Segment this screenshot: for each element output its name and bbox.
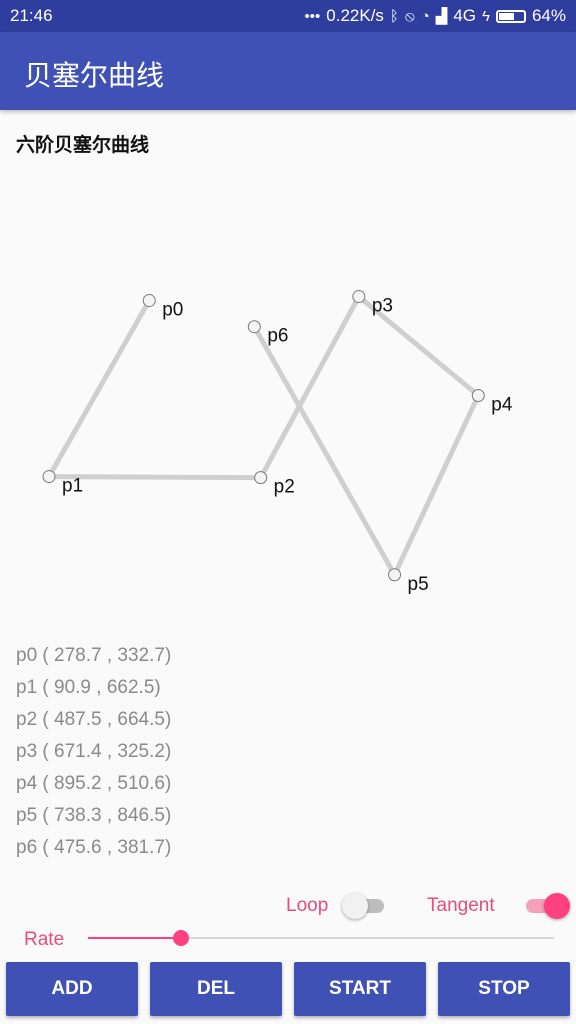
control-point-label: p5: [408, 574, 429, 595]
rate-slider[interactable]: [88, 928, 554, 948]
loop-switch-thumb[interactable]: [342, 893, 368, 919]
page-title: 六阶贝塞尔曲线: [16, 134, 150, 156]
start-button[interactable]: START: [294, 962, 426, 1016]
battery-percent: 64%: [531, 6, 566, 25]
app-bar: 贝塞尔曲线: [0, 32, 576, 110]
more-icon: •••: [304, 7, 321, 25]
app-title: 贝塞尔曲线: [24, 59, 165, 92]
polygon-segment: [392, 393, 481, 578]
stop-button[interactable]: STOP: [438, 962, 570, 1016]
coordinate-list: p0 ( 278.7 , 332.7) p1 ( 90.9 , 662.5) p…: [16, 640, 171, 864]
polygon-segment: [356, 294, 481, 399]
no-sound-icon: ⦸: [404, 7, 415, 25]
control-point-label: p1: [62, 476, 83, 497]
loop-switch[interactable]: [342, 892, 390, 920]
tangent-switch-thumb[interactable]: [544, 893, 570, 919]
battery-icon: [495, 9, 526, 23]
polygon-segment: [46, 298, 152, 480]
control-points: p0 p1 p2 p3 p4 p5 p6: [42, 290, 513, 595]
wifi-icon: ◔: [420, 7, 430, 25]
signal-icon: ▟: [435, 7, 448, 25]
rate-slider-fill: [88, 937, 182, 939]
control-point-handle[interactable]: [247, 320, 261, 334]
control-point-label: p3: [372, 296, 393, 317]
list-item: p0 ( 278.7 , 332.7): [16, 645, 172, 666]
network-speed: 0.22K/s: [326, 6, 384, 25]
rate-slider-track: [88, 937, 554, 939]
control-point-label: p2: [274, 477, 295, 498]
control-point-label: p6: [267, 326, 288, 347]
tangent-switch[interactable]: [522, 892, 570, 920]
control-polygon: [46, 294, 481, 578]
list-item: p1 ( 90.9 , 662.5): [16, 677, 161, 698]
list-item: p5 ( 738.3 , 846.5): [16, 805, 172, 826]
control-point-handle[interactable]: [388, 568, 402, 582]
loop-label: Loop: [286, 895, 329, 916]
list-item: p4 ( 895.2 , 510.6): [16, 773, 172, 794]
charging-icon: ϟ: [482, 7, 490, 25]
rate-label: Rate: [24, 929, 65, 950]
tangent-label: Tangent: [427, 895, 495, 916]
polygon-segment: [46, 474, 264, 481]
del-button[interactable]: DEL: [150, 962, 282, 1016]
control-point-label: p0: [162, 300, 183, 321]
network-type: 4G: [453, 6, 477, 25]
control-point-handle[interactable]: [471, 389, 485, 403]
status-bar: 21:46 ••• 0.22K/s ᛒ ⦸ ◔ ▟ 4G ϟ 64%: [0, 0, 576, 32]
bluetooth-icon: ᛒ: [389, 7, 399, 25]
list-item: p3 ( 671.4 , 325.2): [16, 741, 172, 762]
control-point-handle[interactable]: [352, 290, 366, 304]
list-item: p2 ( 487.5 , 664.5): [16, 709, 172, 730]
rate-slider-thumb[interactable]: [173, 930, 190, 946]
status-icons: ••• 0.22K/s ᛒ ⦸ ◔ ▟ 4G ϟ 64%: [305, 6, 567, 26]
polygon-segment: [251, 324, 398, 578]
status-time: 21:46: [10, 6, 53, 25]
add-button[interactable]: ADD: [6, 962, 138, 1016]
bezier-canvas[interactable]: p0 p1 p2 p3 p4 p5 p6: [0, 150, 576, 620]
control-point-handle[interactable]: [142, 294, 156, 308]
control-point-handle[interactable]: [42, 470, 56, 484]
polygon-segment: [258, 294, 362, 481]
control-point-label: p4: [491, 395, 513, 416]
list-item: p6 ( 475.6 , 381.7): [16, 837, 172, 858]
control-point-handle[interactable]: [254, 471, 268, 485]
